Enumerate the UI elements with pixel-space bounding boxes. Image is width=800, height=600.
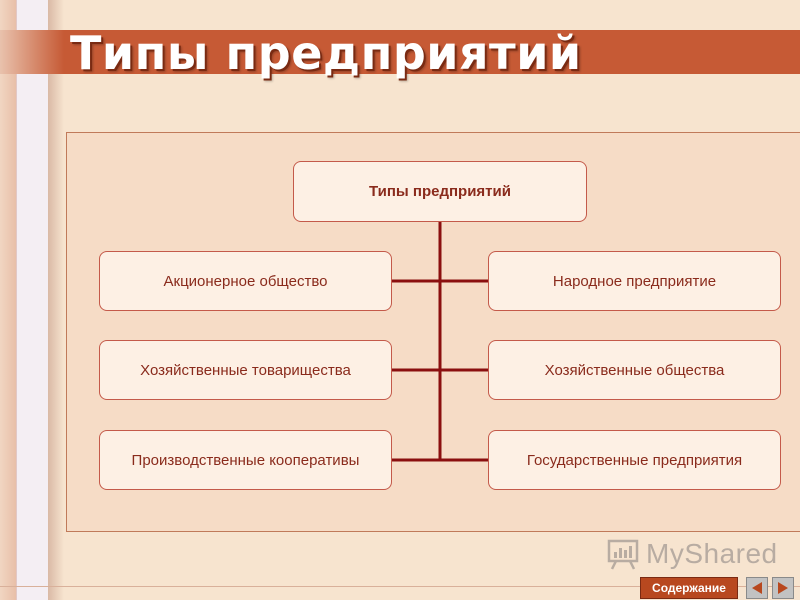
watermark: MyShared xyxy=(606,536,778,572)
arrow-left-icon xyxy=(752,582,762,594)
diagram-node-right-1: Народное предприятие xyxy=(488,251,781,311)
diagram-node-right-2: Хозяйственные общества xyxy=(488,340,781,400)
arrow-right-icon xyxy=(778,582,788,594)
page-title: Типы предприятий xyxy=(70,26,582,80)
diagram-root-node: Типы предприятий xyxy=(293,161,587,222)
presentation-board-icon xyxy=(607,539,639,570)
previous-slide-button[interactable] xyxy=(746,577,768,599)
left-shadow-strip xyxy=(48,0,64,600)
diagram-node-left-3: Производственные кооперативы xyxy=(99,430,392,490)
left-border-strip xyxy=(0,0,16,600)
bottom-divider xyxy=(0,586,800,587)
contents-button[interactable]: Содержание xyxy=(640,577,738,599)
title-band-fade xyxy=(0,30,64,74)
watermark-text: MyShared xyxy=(646,538,778,569)
diagram-node-left-2: Хозяйственные товарищества xyxy=(99,340,392,400)
diagram-node-left-1: Акционерное общество xyxy=(99,251,392,311)
left-pale-strip xyxy=(16,0,50,600)
title-band xyxy=(0,30,800,74)
diagram-node-right-3: Государственные предприятия xyxy=(488,430,781,490)
next-slide-button[interactable] xyxy=(772,577,794,599)
